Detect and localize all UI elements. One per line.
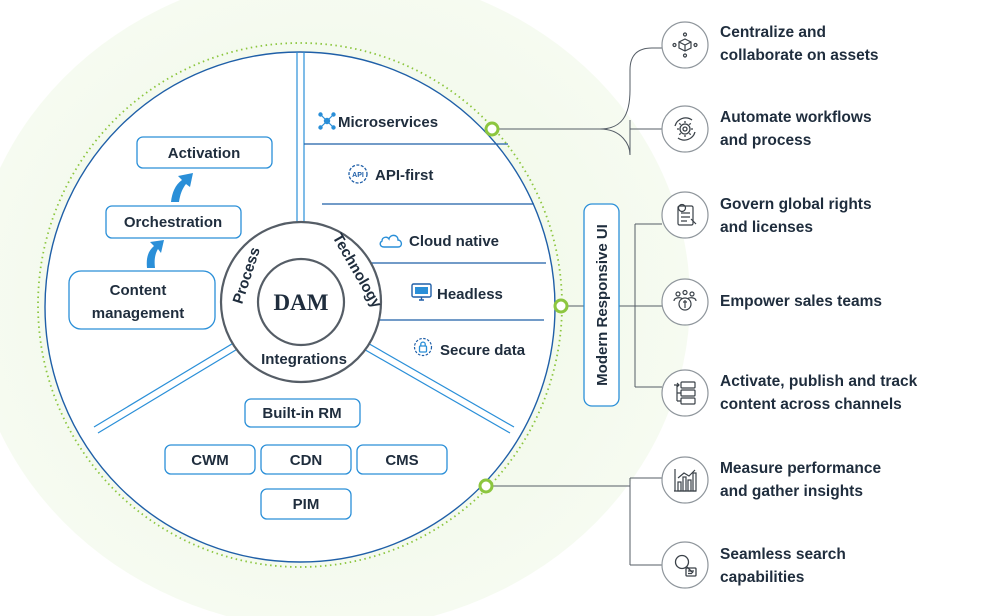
- connector-lines: [493, 47, 662, 566]
- monitor-icon: [411, 283, 432, 301]
- modern-ui-pill: [583, 203, 620, 407]
- process-step-label: Activation: [168, 145, 241, 162]
- hub-core: [256, 257, 346, 347]
- gear-cycle-icon: [674, 117, 696, 141]
- modern-ui-label: Modern Responsive UI: [594, 224, 611, 386]
- feature-text-line: Govern global rights: [720, 196, 872, 213]
- search-icon: [674, 554, 697, 577]
- feature-text-line: and licenses: [720, 219, 814, 236]
- ring-label-integrations: Integrations: [261, 351, 347, 368]
- feature-text-line: Automate workflows: [720, 109, 872, 126]
- process-step: Activation: [136, 136, 273, 169]
- technology-item-label: Cloud native: [409, 233, 499, 250]
- step-arrow-icon: [146, 240, 164, 268]
- integration-label: CMS: [385, 452, 418, 469]
- feature-text-line: content across channels: [720, 396, 902, 413]
- feature-text-line: Activate, publish and track: [720, 373, 918, 390]
- connector-node: [484, 121, 500, 137]
- process-step-label: management: [92, 305, 185, 322]
- feature-item: Automate workflows and process: [720, 106, 872, 152]
- api-icon: API: [348, 164, 368, 184]
- technology-item-label: Microservices: [338, 114, 438, 131]
- connector-node: [553, 298, 569, 314]
- integration-box: PIM: [260, 488, 352, 520]
- process-step-label: Content: [110, 282, 167, 299]
- feature-item: Govern global rights and licenses: [720, 193, 872, 239]
- api-icon-text: API: [352, 172, 364, 179]
- sales-team-icon: [673, 289, 697, 311]
- feature-item: Activate, publish and track content acro…: [720, 370, 917, 416]
- sector-dividers: [93, 52, 546, 434]
- feature-text-line: Seamless search: [720, 546, 846, 563]
- step-arrow-icon: [171, 173, 193, 202]
- feature-item: Empower sales teams: [720, 290, 882, 313]
- integration-box: CMS: [356, 444, 448, 475]
- technology-item-label: Headless: [437, 286, 503, 303]
- feature-text-line: Empower sales teams: [720, 293, 882, 310]
- integration-label: CWM: [191, 452, 229, 469]
- integration-box: Built-in RM: [244, 398, 361, 428]
- integration-label: Built-in RM: [262, 405, 341, 422]
- microservices-icon: [318, 112, 336, 130]
- assets-network-icon: [672, 32, 698, 58]
- integration-box: CDN: [260, 444, 352, 475]
- lock-icon: [413, 337, 433, 357]
- feature-item: Measure performance and gather insights: [720, 457, 881, 503]
- integration-label: PIM: [293, 496, 320, 513]
- connector-node: [478, 478, 494, 494]
- hub-title: DAM: [274, 290, 329, 315]
- cloud-icon: [379, 234, 403, 248]
- technology-item-label: API-first: [375, 167, 433, 184]
- feature-text-line: and gather insights: [720, 483, 863, 500]
- feature-text-line: Measure performance: [720, 460, 882, 477]
- feature-text-line: and process: [720, 132, 812, 149]
- feature-item: Centralize and collaborate on assets: [720, 21, 879, 67]
- process-step: Orchestration: [105, 205, 242, 239]
- process-step-label: Orchestration: [124, 214, 222, 231]
- feature-text-line: Centralize and: [720, 24, 826, 41]
- process-step: Content management: [68, 270, 216, 330]
- feature-item: Seamless search capabilities: [720, 543, 846, 589]
- integration-box: CWM: [164, 444, 256, 475]
- rights-document-icon: [677, 203, 697, 226]
- technology-item-label: Secure data: [440, 342, 526, 359]
- analytics-chart-icon: [674, 469, 697, 492]
- feature-text-line: capabilities: [720, 569, 805, 586]
- integration-label: CDN: [290, 452, 323, 469]
- feature-text-line: collaborate on assets: [720, 47, 879, 64]
- channels-icon: [674, 381, 696, 405]
